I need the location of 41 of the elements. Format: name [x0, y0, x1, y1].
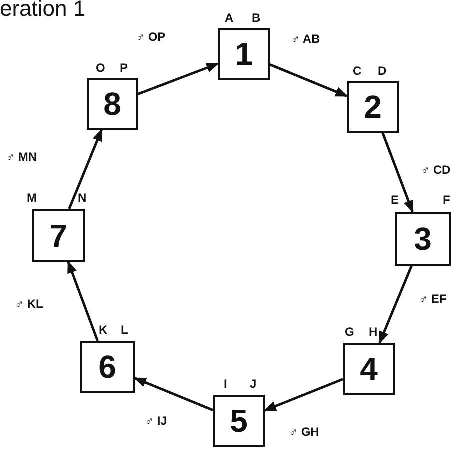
letter-label: H — [369, 326, 378, 338]
arrow — [270, 64, 348, 98]
edge-label: ♂ EF — [418, 292, 448, 306]
letter-label: O — [96, 62, 106, 74]
arrow — [378, 266, 413, 344]
edge-label: ♂ CD — [420, 163, 452, 177]
edge-label: ♂ OP — [135, 30, 167, 44]
letter-label: B — [252, 12, 261, 24]
letter-label: I — [224, 378, 228, 390]
numbered-box: 8 — [87, 78, 138, 130]
arrow — [68, 128, 103, 210]
numbered-box: 5 — [213, 395, 265, 447]
arrow — [382, 132, 414, 214]
edge-label: ♂ KL — [14, 297, 44, 311]
numbered-box: 7 — [32, 209, 85, 262]
letter-label: G — [345, 326, 354, 338]
edge-label: ♂ MN — [5, 150, 38, 164]
numbered-box: 1 — [218, 28, 270, 80]
letter-label: M — [27, 192, 37, 204]
title: eration 1 — [0, 0, 86, 22]
edge-label: ♂ IJ — [144, 414, 168, 428]
letter-label: F — [443, 194, 450, 206]
letter-label: J — [250, 378, 257, 390]
numbered-box: 4 — [343, 343, 395, 395]
arrow — [67, 260, 99, 342]
numbered-box: 2 — [347, 81, 399, 133]
arrow — [264, 378, 344, 412]
letter-label: N — [78, 192, 87, 204]
letter-label: A — [225, 12, 234, 24]
arrow — [134, 377, 214, 412]
letter-label: E — [391, 194, 400, 206]
letter-label: P — [120, 62, 128, 74]
letter-label: L — [121, 324, 128, 336]
letter-label: D — [378, 65, 387, 77]
numbered-box: 6 — [80, 341, 135, 393]
edge-label: ♂ GH — [288, 425, 320, 439]
arrow — [138, 62, 220, 96]
letter-label: C — [353, 65, 362, 77]
letter-label: K — [99, 324, 108, 336]
edge-label: ♂ AB — [290, 32, 322, 46]
numbered-box: 3 — [395, 212, 451, 266]
